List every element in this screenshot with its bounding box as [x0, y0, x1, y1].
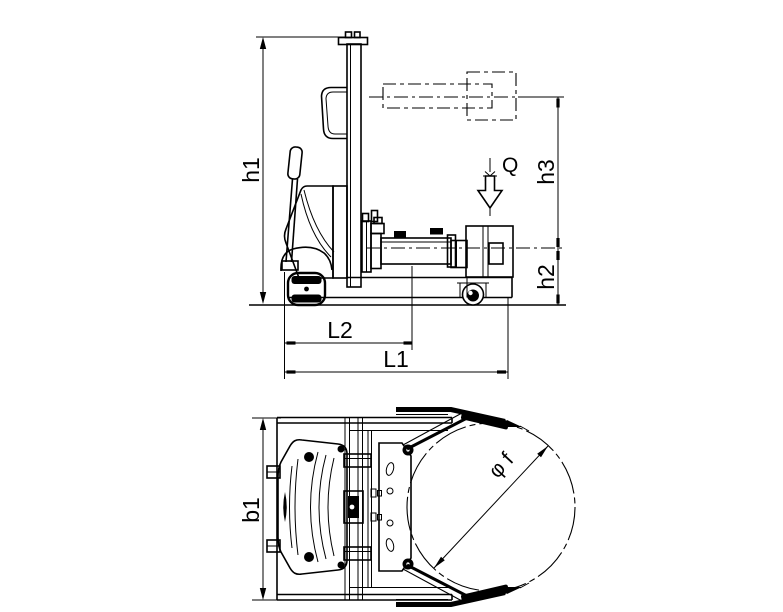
mast — [337, 31, 369, 288]
dim-b1: b1 — [238, 417, 281, 601]
dim-h3: h3 — [518, 96, 564, 248]
rotator-flange — [266, 438, 372, 576]
clamp-arm-lower — [396, 563, 530, 607]
handle-loop — [320, 86, 347, 140]
center-hub — [343, 490, 364, 524]
dim-h1: h1 — [238, 36, 346, 304]
top-view: φ f b1 — [238, 407, 576, 607]
roll-circle — [406, 422, 576, 592]
side-view: Q h1 h3 h2 — [238, 31, 566, 379]
pivot-bolts — [402, 444, 414, 570]
dim-h1-label: h1 — [238, 157, 264, 183]
dim-h2-label: h2 — [533, 264, 559, 290]
dim-roll-diameter: φ f — [433, 445, 549, 569]
roll-phantom — [369, 71, 564, 121]
caster-wheel — [461, 283, 485, 306]
load-arrow-icon: Q — [476, 154, 518, 216]
drive-wheel — [286, 271, 327, 307]
clamp-arm-side — [366, 225, 564, 298]
dim-L2-label: L2 — [327, 317, 353, 343]
frame — [276, 416, 453, 601]
dim-L2: L2 — [284, 266, 413, 379]
mounting-plate — [370, 442, 412, 572]
clamp-arm-upper — [396, 407, 530, 451]
chassis-body — [280, 185, 348, 279]
dim-L1-label: L1 — [383, 346, 409, 372]
dim-h3-label: h3 — [533, 159, 559, 185]
dim-b1-label: b1 — [238, 497, 264, 523]
dim-L1: L1 — [284, 298, 509, 379]
lift-carriage — [361, 209, 385, 273]
dim-roll-diameter-label: φ f — [484, 448, 518, 482]
load-label: Q — [502, 154, 518, 177]
dim-h2: h2 — [533, 248, 560, 305]
